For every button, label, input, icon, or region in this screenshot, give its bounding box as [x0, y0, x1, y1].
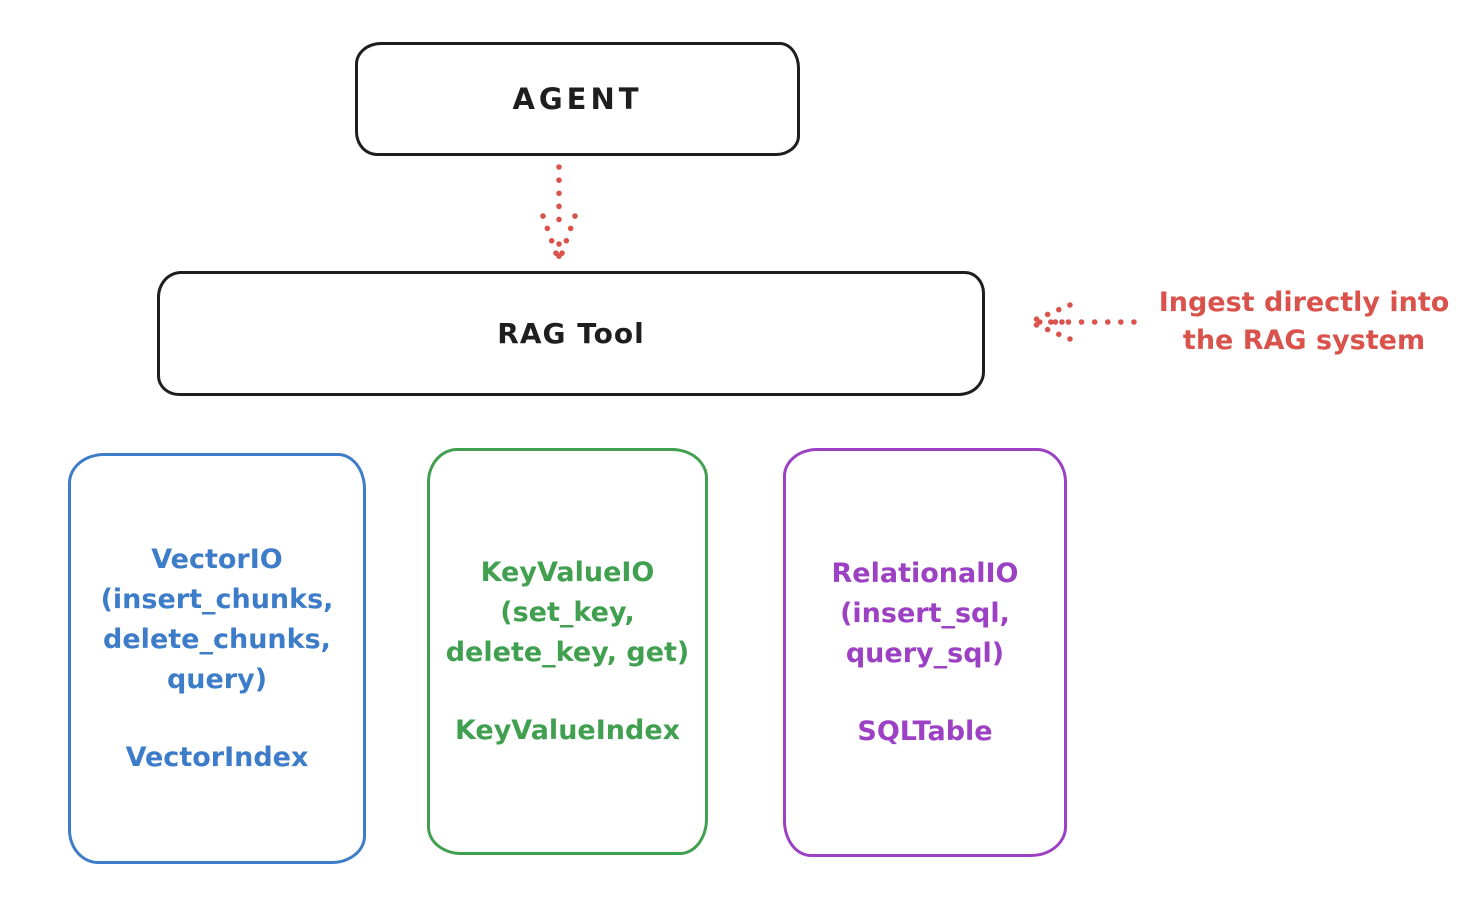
- ingest-annotation-line1: Ingest directly into: [1158, 287, 1450, 318]
- io-box-line: (insert_sql,: [840, 597, 1010, 629]
- agent-box: AGENT: [355, 42, 800, 156]
- io-box-line: query): [166, 663, 268, 695]
- io-box-line: KeyValueIO: [480, 556, 655, 588]
- io-box-line: delete_chunks,: [103, 623, 331, 655]
- io-box-line: query_sql): [845, 637, 1005, 669]
- sql-table-label: SQLTable: [857, 715, 993, 747]
- agent-to-rag-arrow-icon: [540, 164, 578, 261]
- rag-tool-label: RAG Tool: [497, 317, 645, 350]
- rag-tool-box: RAG Tool: [157, 271, 985, 396]
- keyvalue-io-box: KeyValueIO (set_key, delete_key, get) Ke…: [427, 448, 708, 855]
- vector-index-label: VectorIndex: [125, 741, 309, 773]
- ingest-arrow-icon: [1027, 302, 1137, 342]
- io-box-lines: VectorIO (insert_chunks, delete_chunks, …: [101, 540, 334, 700]
- io-box-line: (insert_chunks,: [100, 583, 334, 615]
- io-box-line: VectorIO: [151, 543, 283, 575]
- keyvalue-index-label: KeyValueIndex: [454, 714, 681, 746]
- io-box-lines: KeyValueIO (set_key, delete_key, get): [446, 553, 690, 673]
- io-box-line: (set_key,: [500, 596, 635, 628]
- io-box-line: delete_key, get): [445, 636, 690, 668]
- vector-io-box: VectorIO (insert_chunks, delete_chunks, …: [68, 453, 366, 864]
- io-box-lines: RelationalIO (insert_sql, query_sql): [832, 554, 1019, 674]
- relational-io-box: RelationalIO (insert_sql, query_sql) SQL…: [783, 448, 1067, 857]
- agent-label: AGENT: [512, 82, 643, 116]
- ingest-annotation-line2: the RAG system: [1182, 325, 1426, 356]
- ingest-annotation: Ingest directly into the RAG system: [1136, 284, 1472, 360]
- io-box-line: RelationalIO: [831, 557, 1019, 589]
